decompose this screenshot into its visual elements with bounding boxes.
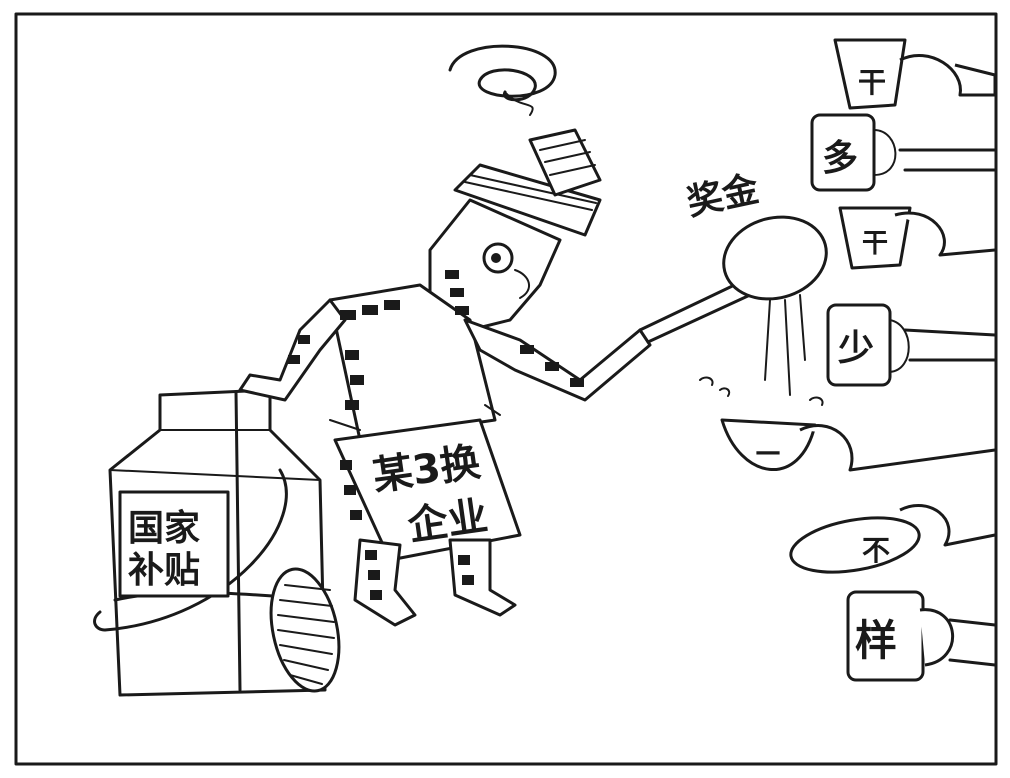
- enterprise-figure: [238, 128, 652, 627]
- apron-label-line2: 企业: [405, 493, 491, 550]
- bowl-label-1: 干: [858, 66, 886, 99]
- bowl-label-4: 少: [838, 328, 874, 369]
- receiving-hands: [720, 38, 997, 682]
- bowl-label-7: 样: [855, 616, 897, 665]
- bowl-label-5: —: [755, 437, 781, 467]
- vat-label-line1: 国家: [128, 508, 200, 549]
- ladle-label: 奖金: [683, 168, 763, 224]
- panel-frame: [14, 12, 998, 766]
- vat-lid: [269, 567, 341, 693]
- vat-label-line2: 补贴: [128, 550, 200, 591]
- ladle: [638, 215, 828, 406]
- bowl-label-2: 多: [822, 138, 858, 179]
- bowl-label-6: 不: [862, 534, 890, 567]
- subsidy-vat: [93, 388, 327, 697]
- dizzy-swirl: [448, 44, 557, 116]
- bowl-label-3: 干: [862, 229, 888, 259]
